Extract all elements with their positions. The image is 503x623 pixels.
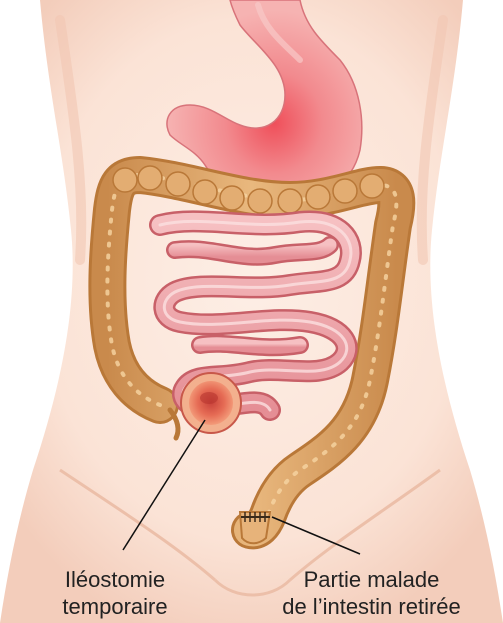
stoma-illustration	[181, 373, 241, 433]
ileostomy-label-line2: temporaire	[20, 593, 210, 620]
ileostomy-label: Iléostomie temporaire	[20, 566, 210, 620]
ileostomy-label-line1: Iléostomie	[20, 566, 210, 593]
removed-part-label: Partie malade de l’intestin retirée	[240, 566, 503, 620]
removed-part-label-line1: Partie malade	[240, 566, 503, 593]
removed-part-label-line2: de l’intestin retirée	[240, 593, 503, 620]
suture-illustration	[241, 512, 270, 522]
